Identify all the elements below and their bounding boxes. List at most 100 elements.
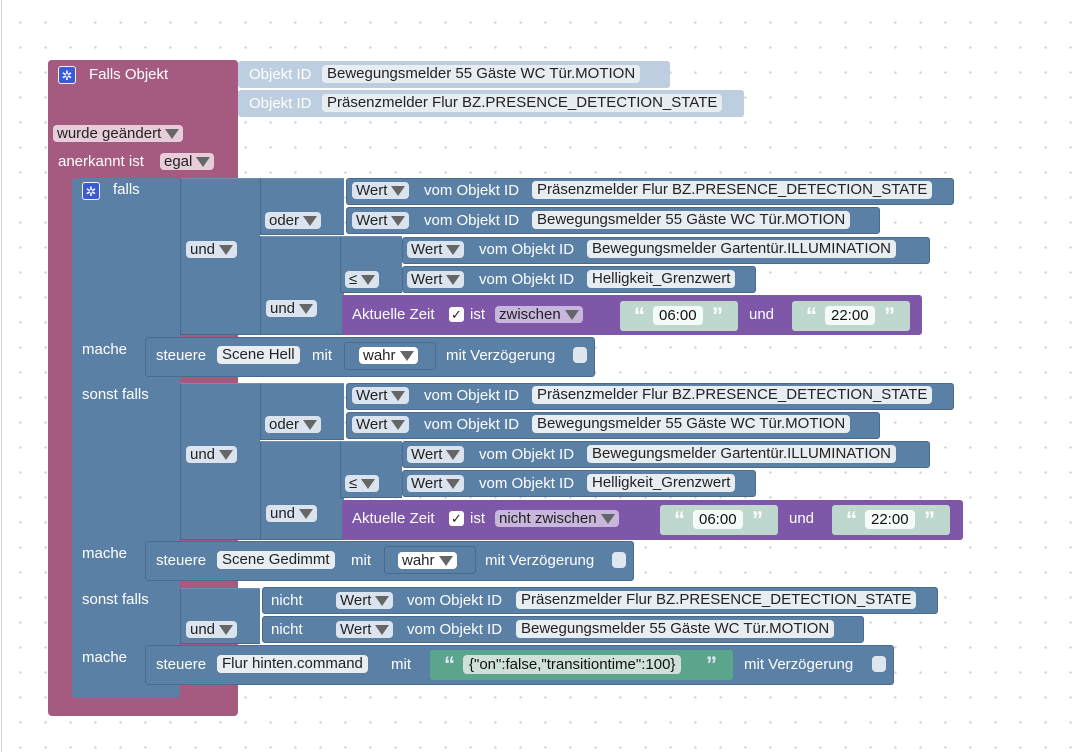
object-id-value[interactable]: Bewegungsmelder Gartentür.ILLUMINATION	[587, 445, 897, 463]
mache-label: mache	[82, 341, 128, 358]
value-label: Wert	[340, 592, 372, 609]
time-label: Aktuelle Zeit	[352, 306, 435, 323]
and-block[interactable]	[260, 441, 344, 540]
checkbox[interactable]: ✓	[449, 511, 464, 526]
change-type-dropdown[interactable]: wurde geändert	[53, 125, 184, 142]
object-id-value[interactable]: Präsenzmelder Flur BZ.PRESENCE_DETECTION…	[516, 591, 917, 609]
value-dropdown[interactable]: Wert	[352, 416, 410, 433]
and-label: und	[190, 241, 216, 258]
value-dropdown[interactable]: Wert	[407, 241, 465, 258]
chevron-down-icon	[391, 391, 406, 402]
object-id-label: Objekt ID	[249, 66, 312, 83]
string-value[interactable]: {"on":false,"transitiontime":100}	[463, 655, 682, 674]
time-from[interactable]: 06:00	[653, 306, 703, 325]
value-label: Wert	[356, 212, 388, 229]
object-id-value[interactable]: Bewegungsmelder 55 Gäste WC Tür.MOTION	[516, 620, 835, 638]
compare-label: ≤	[349, 271, 358, 288]
canvas-edge	[1, 0, 2, 752]
bool-dropdown[interactable]: wahr	[359, 347, 418, 364]
mit-label: mit	[391, 656, 411, 673]
target-object[interactable]: Scene Hell	[217, 346, 300, 364]
value-label: Wert	[356, 182, 388, 199]
trigger-block-header	[48, 60, 238, 120]
ist-label: ist	[470, 510, 485, 527]
value-label: Wert	[356, 387, 388, 404]
chevron-down-icon	[165, 129, 180, 140]
chevron-down-icon	[446, 479, 461, 490]
and-dropdown[interactable]: und	[266, 505, 318, 522]
mit-label: mit	[351, 552, 371, 569]
time-to[interactable]: 22:00	[865, 510, 915, 529]
bool-dropdown[interactable]: wahr	[398, 552, 457, 569]
and-block[interactable]	[260, 236, 344, 335]
value-dropdown[interactable]: Wert	[407, 475, 465, 492]
or-dropdown[interactable]: oder	[265, 212, 322, 229]
or-label: oder	[269, 416, 300, 433]
if-block[interactable]	[72, 178, 180, 698]
value-dropdown[interactable]: Wert	[352, 387, 410, 404]
value-dropdown[interactable]: Wert	[407, 271, 465, 288]
trigger-title: Falls Objekt	[89, 66, 169, 83]
object-label: vom Objekt ID	[424, 387, 520, 404]
object-label: vom Objekt ID	[479, 271, 575, 288]
object-id-value[interactable]: Helligkeit_Grenzwert	[587, 270, 736, 288]
and-label: und	[749, 306, 775, 323]
object-label: vom Objekt ID	[407, 592, 503, 609]
value-dropdown[interactable]: Wert	[336, 592, 394, 609]
and-dropdown[interactable]: und	[186, 621, 238, 638]
or-dropdown[interactable]: oder	[265, 416, 322, 433]
quote-close-icon: ”	[706, 652, 717, 677]
object-id-value[interactable]: Bewegungsmelder 55 Gäste WC Tür.MOTION	[532, 211, 851, 229]
chevron-down-icon	[303, 216, 318, 227]
value-dropdown[interactable]: Wert	[352, 212, 410, 229]
sonst-falls-label: sonst falls	[82, 386, 149, 403]
delay-label: mit Verzögerung	[446, 347, 556, 364]
object-id-value[interactable]: Helligkeit_Grenzwert	[587, 474, 736, 492]
delay-checkbox[interactable]	[872, 656, 886, 672]
object-label: vom Objekt ID	[424, 182, 520, 199]
chevron-down-icon	[375, 625, 390, 636]
chevron-down-icon	[361, 479, 376, 490]
and-dropdown[interactable]: und	[266, 300, 318, 317]
target-object[interactable]: Flur hinten.command	[217, 655, 368, 673]
time-from[interactable]: 06:00	[693, 510, 743, 529]
object-label: vom Objekt ID	[424, 416, 520, 433]
object-id-value[interactable]: Bewegungsmelder 55 Gäste WC Tür.MOTION	[532, 415, 851, 433]
and-label: und	[190, 446, 216, 463]
and-label: und	[190, 621, 216, 638]
chevron-down-icon	[438, 556, 453, 567]
time-to[interactable]: 22:00	[825, 306, 875, 325]
compare-dropdown[interactable]: ≤	[345, 271, 380, 288]
gear-icon[interactable]: ✲	[82, 182, 100, 200]
and-dropdown[interactable]: und	[186, 446, 238, 463]
object-id-value[interactable]: Präsenzmelder Flur BZ.PRESENCE_DETECTION…	[532, 386, 933, 404]
object-id-value[interactable]: Bewegungsmelder 55 Gäste WC Tür.MOTION	[322, 65, 641, 83]
value-dropdown[interactable]: Wert	[352, 182, 410, 199]
checkbox[interactable]: ✓	[449, 307, 464, 322]
chevron-down-icon	[196, 157, 211, 168]
value-dropdown[interactable]: Wert	[407, 446, 465, 463]
compare-dropdown[interactable]: ≤	[345, 475, 380, 492]
mache-label: mache	[82, 649, 128, 666]
object-id-value[interactable]: Präsenzmelder Flur BZ.PRESENCE_DETECTION…	[532, 181, 933, 199]
chevron-down-icon	[446, 275, 461, 286]
value-label: Wert	[411, 475, 443, 492]
and-label: und	[789, 510, 815, 527]
time-mode-label: nicht zwischen	[499, 510, 597, 527]
delay-checkbox[interactable]	[573, 347, 587, 363]
gear-icon[interactable]: ✲	[58, 66, 76, 84]
and-dropdown[interactable]: und	[186, 241, 238, 258]
target-object[interactable]: Scene Gedimmt	[217, 551, 335, 569]
time-mode-dropdown[interactable]: nicht zwischen	[495, 510, 619, 527]
and-label: und	[270, 505, 296, 522]
object-id-value[interactable]: Bewegungsmelder Gartentür.ILLUMINATION	[587, 240, 897, 258]
quote-open-icon: “	[444, 652, 455, 677]
delay-label: mit Verzögerung	[744, 656, 854, 673]
delay-checkbox[interactable]	[612, 552, 626, 568]
value-dropdown[interactable]: Wert	[336, 621, 394, 638]
chevron-down-icon	[361, 275, 376, 286]
object-id-value[interactable]: Präsenzmelder Flur BZ.PRESENCE_DETECTION…	[322, 94, 723, 112]
ack-dropdown[interactable]: egal	[160, 153, 215, 170]
chevron-down-icon	[299, 509, 314, 520]
time-mode-dropdown[interactable]: zwischen	[495, 306, 583, 323]
